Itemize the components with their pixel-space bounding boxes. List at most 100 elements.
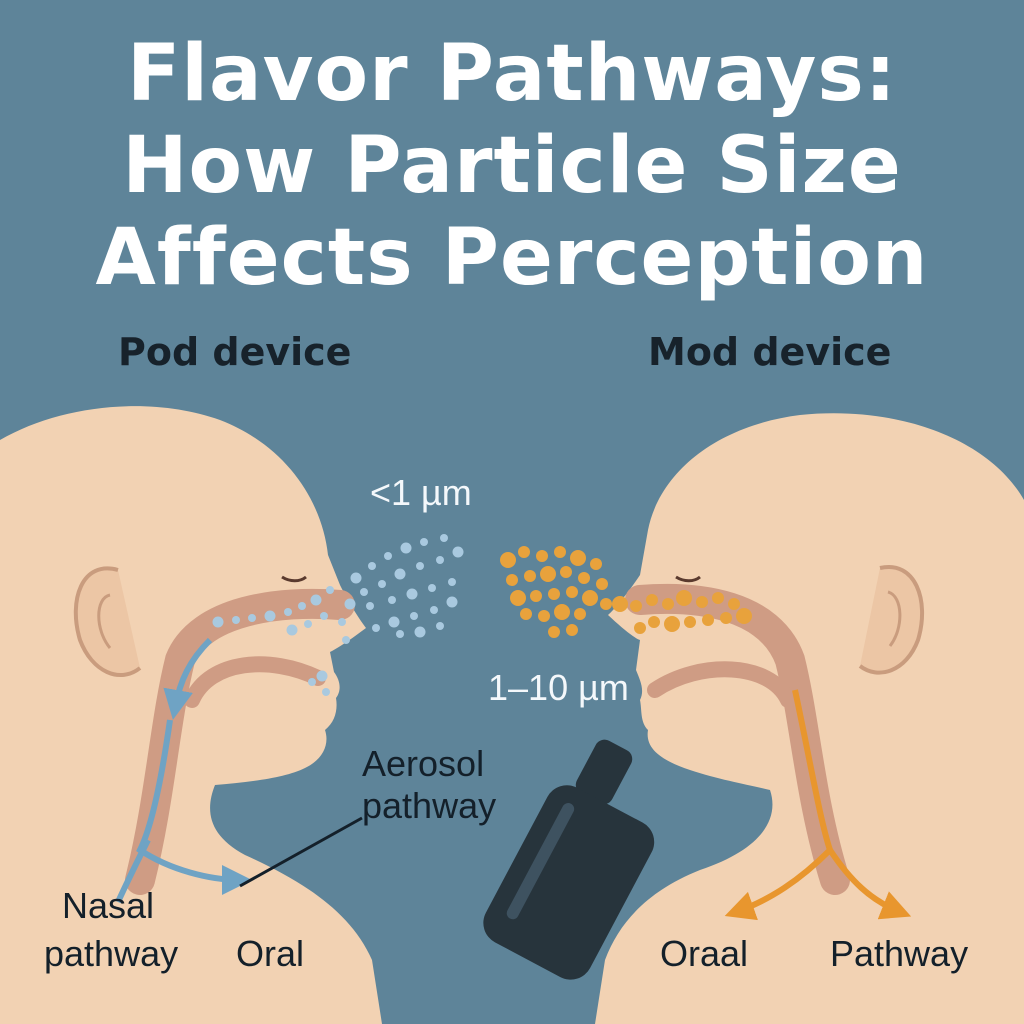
pod-particle [420, 538, 428, 546]
pod-particle [320, 612, 328, 620]
mod-particle [574, 608, 586, 620]
pod-particle [400, 542, 412, 554]
pod-particle [410, 612, 418, 620]
mod-particle [578, 572, 590, 584]
pod-particle-size-label: <1 µm [370, 472, 472, 513]
pod-particle [378, 580, 386, 588]
pod-particle [388, 596, 396, 604]
mod-ear [858, 564, 924, 675]
pod-particle [416, 562, 424, 570]
pod-particle [436, 556, 444, 564]
oral-label-right: Oraal [660, 933, 748, 974]
pod-particle [366, 602, 374, 610]
mod-oral-cavity [647, 661, 796, 708]
mod-particle [510, 590, 526, 606]
pod-particle [308, 678, 316, 686]
mod-particle [548, 626, 560, 638]
nasal-pathway-label-line-2: pathway [44, 933, 178, 974]
mod-particle [648, 616, 660, 628]
pod-particle [322, 688, 330, 696]
pod-head-illustration [0, 406, 382, 1024]
vape-device-mouthpiece [575, 739, 633, 805]
pod-oral-cavity [184, 656, 326, 708]
pod-particle [388, 616, 400, 628]
aerosol-pathway-label-line-2: pathway [362, 785, 496, 826]
mod-particle [590, 558, 602, 570]
pod-nasal-pathway-arrow [163, 637, 213, 720]
mod-particle [684, 616, 696, 628]
pod-particle [440, 534, 448, 542]
mod-particle [506, 574, 518, 586]
mod-particle [712, 592, 724, 604]
mod-particle [554, 604, 570, 620]
mod-particle-size-label: 1–10 µm [488, 667, 629, 708]
vape-device-body [483, 785, 655, 980]
aerosol-pathway-leader-line [239, 816, 363, 888]
mod-particle [646, 594, 658, 606]
mod-particle [518, 546, 530, 558]
mod-particle [560, 566, 572, 578]
mod-particle [530, 590, 542, 602]
pod-particle [264, 610, 276, 622]
mod-particle-cloud [500, 546, 752, 638]
mod-particle [524, 570, 536, 582]
title-line-2: How Particle Size [122, 121, 902, 211]
pod-particle [284, 608, 292, 616]
pod-particle [430, 606, 438, 614]
pod-particle [406, 588, 418, 600]
mod-particle [736, 608, 752, 624]
pod-particle [310, 594, 322, 606]
mod-particle [582, 590, 598, 606]
mod-particle [720, 612, 732, 624]
pod-particle [396, 630, 404, 638]
pathway-label-right: Pathway [830, 933, 968, 974]
mod-particle [538, 610, 550, 622]
pod-particle [286, 624, 298, 636]
mod-particle [596, 578, 608, 590]
pod-throat-arrow [115, 838, 151, 904]
mod-particle [554, 546, 566, 558]
mod-particle [566, 586, 578, 598]
mod-particle [520, 608, 532, 620]
mod-particle [630, 600, 642, 612]
mod-particle [548, 588, 560, 600]
pod-particle [436, 622, 444, 630]
pod-particle [248, 614, 256, 622]
pod-particle [446, 596, 458, 608]
mod-particle [702, 614, 714, 626]
nasal-pathway-label-line-1: Nasal [62, 885, 154, 926]
pod-particle [384, 552, 392, 560]
mod-ear-inner [887, 590, 902, 647]
mod-pathway-arrow [827, 848, 912, 920]
mod-particle [540, 566, 556, 582]
pod-particle [448, 578, 456, 586]
pod-particle [368, 562, 376, 570]
mod-particle [612, 596, 628, 612]
oral-label-left: Oral [236, 933, 304, 974]
pod-ear [73, 566, 142, 678]
pod-particle [342, 636, 350, 644]
mod-particle [536, 550, 548, 562]
mod-particle [664, 616, 680, 632]
page-title: Flavor Pathways: How Particle Size Affec… [0, 28, 1024, 304]
mod-particle [634, 622, 646, 634]
pod-eye [281, 575, 307, 583]
mod-particle [566, 624, 578, 636]
pod-particle [232, 616, 240, 624]
pod-particle [212, 616, 224, 628]
mod-particle [662, 598, 674, 610]
pod-particle [344, 598, 356, 610]
mod-particle [570, 550, 586, 566]
pod-particle [360, 588, 368, 596]
pod-particle [326, 586, 334, 594]
mod-eye [675, 575, 701, 583]
pod-particle [372, 624, 380, 632]
pod-particle [338, 618, 346, 626]
mod-particle [728, 598, 740, 610]
pod-particle [394, 568, 406, 580]
title-line-3: Affects Perception [95, 213, 929, 303]
pod-particle [316, 670, 328, 682]
pod-device-label: Pod device [118, 330, 352, 374]
mod-device-label: Mod device [648, 330, 892, 374]
